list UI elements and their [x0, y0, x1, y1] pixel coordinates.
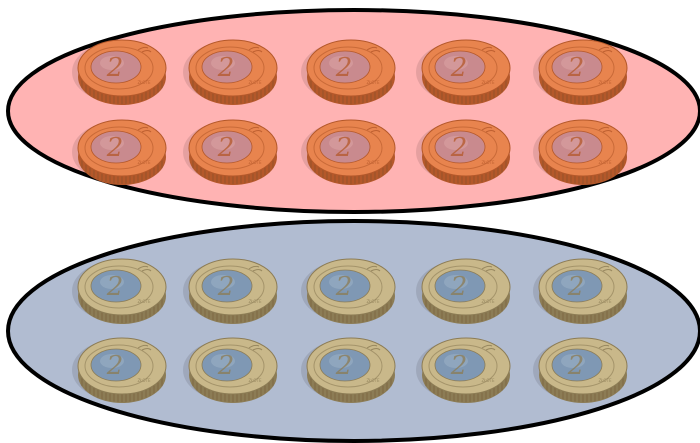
coin-numeral: 2 — [217, 272, 235, 302]
coin-denomination-text: ZŁOTE — [481, 160, 495, 165]
coin-numeral: 2 — [106, 133, 124, 163]
coin-denomination-text: ZŁOTE — [481, 378, 495, 383]
coin-numeral: 2 — [567, 53, 585, 83]
coin-denomination-text: ZŁOTE — [366, 80, 380, 85]
coin-denomination-text: ZŁOTE — [481, 299, 495, 304]
coin-denomination-text: ZŁOTE — [598, 160, 612, 165]
coin-denomination-text: ZŁOTE — [137, 160, 151, 165]
coin-denomination-text: ZŁOTE — [366, 160, 380, 165]
coin-numeral: 2 — [335, 133, 353, 163]
coin-numeral: 2 — [567, 133, 585, 163]
coin-denomination-text: ZŁOTE — [248, 378, 262, 383]
coin-numeral: 2 — [450, 133, 468, 163]
group-ellipse — [6, 8, 700, 214]
coin-numeral: 2 — [450, 53, 468, 83]
coin-denomination-text: ZŁOTE — [137, 80, 151, 85]
coin-denomination-text: ZŁOTE — [598, 378, 612, 383]
coin-numeral: 2 — [335, 272, 353, 302]
coin-numeral: 2 — [450, 272, 468, 302]
coin-denomination-text: ZŁOTE — [598, 80, 612, 85]
coin-numeral: 2 — [217, 133, 235, 163]
coin-numeral: 2 — [450, 351, 468, 381]
coin-denomination-text: ZŁOTE — [598, 299, 612, 304]
coin-denomination-text: ZŁOTE — [481, 80, 495, 85]
coin-denomination-text: ZŁOTE — [366, 299, 380, 304]
coin-denomination-text: ZŁOTE — [137, 299, 151, 304]
group-ellipse — [6, 219, 700, 443]
coin-denomination-text: ZŁOTE — [248, 299, 262, 304]
coin-numeral: 2 — [217, 351, 235, 381]
coin-denomination-text: ZŁOTE — [137, 378, 151, 383]
coin-denomination-text: ZŁOTE — [248, 80, 262, 85]
coin-numeral: 2 — [335, 53, 353, 83]
coin-denomination-text: ZŁOTE — [248, 160, 262, 165]
coin-numeral: 2 — [567, 351, 585, 381]
coin-numeral: 2 — [567, 272, 585, 302]
coin-numeral: 2 — [106, 272, 124, 302]
coin-denomination-text: ZŁOTE — [366, 378, 380, 383]
coin-numeral: 2 — [106, 53, 124, 83]
coin-numeral: 2 — [106, 351, 124, 381]
coin-numeral: 2 — [217, 53, 235, 83]
coin-numeral: 2 — [335, 351, 353, 381]
